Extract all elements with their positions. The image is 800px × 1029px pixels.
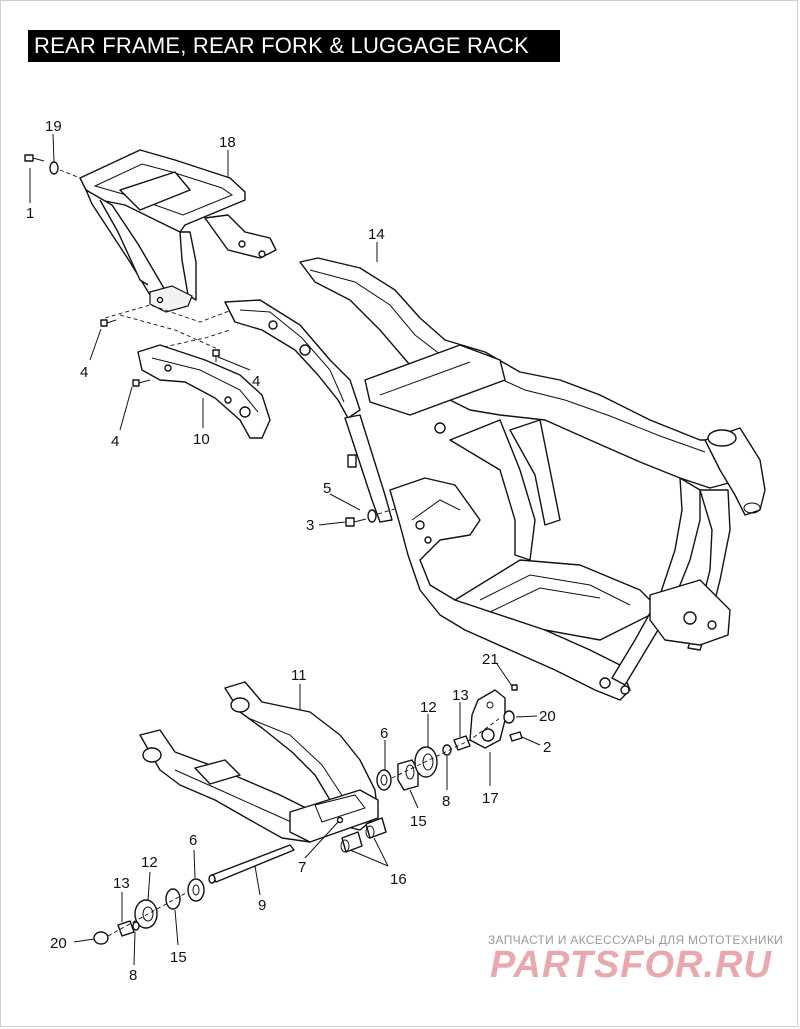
callout-2: 2	[543, 739, 551, 756]
main-frame	[224, 257, 766, 701]
spacer-13-right	[453, 735, 471, 751]
callout-11: 11	[291, 667, 307, 684]
callout-4-lower: 4	[111, 433, 119, 450]
callout-10: 10	[193, 431, 210, 448]
callout-8-right: 8	[442, 793, 450, 810]
callout-4-upper: 4	[80, 364, 88, 381]
callout-21: 21	[482, 651, 499, 668]
spacer-15-left	[165, 888, 181, 910]
bolt-1	[24, 154, 45, 162]
washer-5	[367, 509, 377, 523]
side-bracket-10	[137, 344, 271, 439]
page-title: REAR FRAME, REAR FORK & LUGGAGE RACK	[28, 30, 560, 62]
callout-15-right: 15	[410, 813, 427, 830]
leader-lines	[29, 133, 541, 966]
callout-12-right: 12	[420, 699, 437, 716]
callout-17: 17	[482, 790, 499, 807]
bolt-4-middle	[212, 349, 220, 362]
callout-19: 19	[45, 118, 62, 135]
watermark-tagline: ЗАПЧАСТИ И АКСЕССУАРЫ ДЛЯ МОТОТЕХНИКИ	[488, 933, 784, 947]
spacer-8-left	[132, 921, 140, 931]
callout-12-left: 12	[141, 854, 158, 871]
bearing-housing-12-right	[414, 746, 438, 778]
bearing-housing-12-left	[134, 899, 158, 929]
callout-5: 5	[323, 480, 331, 497]
pivot-shaft-9	[208, 844, 295, 884]
bearing-6-left	[187, 878, 205, 902]
bushing-16-a	[340, 831, 363, 853]
bolt-21	[511, 684, 518, 691]
rear-fork-11	[139, 681, 379, 843]
callout-8-left: 8	[129, 967, 137, 984]
bolt-3	[345, 517, 367, 527]
callout-3: 3	[306, 517, 314, 534]
luggage-rack	[79, 149, 277, 313]
callout-20-right: 20	[539, 708, 556, 725]
callout-6-right: 6	[380, 725, 388, 742]
callout-13-right: 13	[452, 687, 469, 704]
bracket-17	[469, 689, 506, 749]
callout-labels: 19 1 18 14 4 4 4 10 5 3 11 21 13 12 6 20…	[26, 118, 556, 984]
bushing-16-b	[365, 817, 387, 839]
bolt-4-lower	[132, 379, 151, 387]
callout-7: 7	[298, 859, 306, 876]
callout-15-left: 15	[170, 949, 187, 966]
bearing-6-right	[376, 769, 392, 791]
callout-18: 18	[219, 134, 236, 151]
callout-20-left: 20	[50, 935, 67, 952]
callout-13-left: 13	[113, 875, 130, 892]
callout-16: 16	[390, 871, 407, 888]
washer-20-right	[503, 710, 515, 724]
callout-1: 1	[26, 205, 34, 222]
callout-9: 9	[258, 897, 266, 914]
cap-20-left	[93, 931, 109, 945]
callout-4-middle: 4	[252, 373, 260, 390]
washer-19	[49, 161, 59, 175]
callout-6-left: 6	[189, 832, 197, 849]
bolt-4-upper	[100, 319, 117, 327]
callout-14: 14	[368, 226, 385, 243]
bolt-2	[509, 731, 523, 742]
watermark-logo: PARTSFOR.RU	[490, 944, 772, 986]
spacer-13-left	[117, 920, 135, 937]
